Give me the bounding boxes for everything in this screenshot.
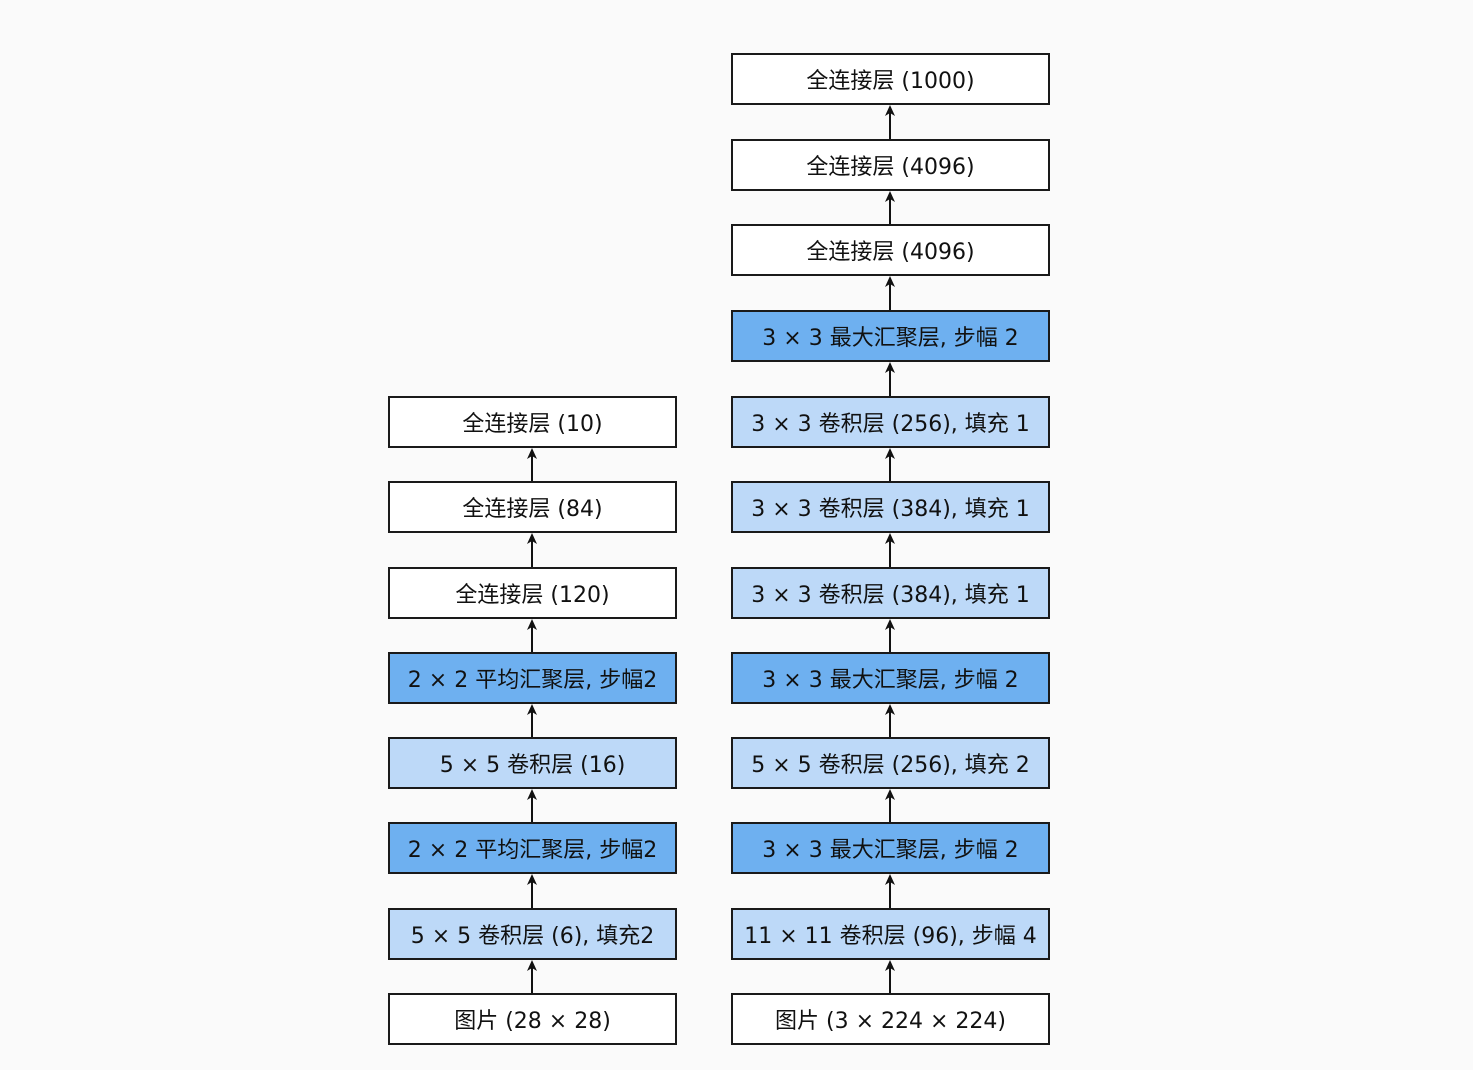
up-arrow-icon [884, 191, 896, 224]
up-arrow-icon [884, 960, 896, 993]
up-arrow-icon [884, 789, 896, 822]
lenet-input-image-box: 图片 (28 × 28) [388, 993, 677, 1045]
layer-label: 3 × 3 最大汇聚层, 步幅 2 [762, 668, 1019, 693]
alexnet-fc-layer-box: 全连接层 (1000) [731, 53, 1050, 105]
layer-label: 11 × 11 卷积层 (96), 步幅 4 [744, 924, 1037, 949]
layer-label: 全连接层 (10) [462, 412, 603, 437]
lenet-column: 全连接层 (10) 全连接层 (84) 全连接层 (120) 2 × 2 平均汇聚层,… [388, 0, 677, 1070]
lenet-fc-layer-box: 全连接层 (10) [388, 396, 677, 448]
alexnet-conv-layer-box: 3 × 3 卷积层 (256), 填充 1 [731, 396, 1050, 448]
layer-label: 图片 (28 × 28) [454, 1009, 611, 1034]
layer-label: 3 × 3 卷积层 (384), 填充 1 [751, 583, 1030, 608]
layer-label: 3 × 3 卷积层 (256), 填充 1 [751, 412, 1030, 437]
alexnet-conv-layer-box: 3 × 3 卷积层 (384), 填充 1 [731, 567, 1050, 619]
layer-label: 全连接层 (84) [462, 497, 603, 522]
layer-label: 5 × 5 卷积层 (256), 填充 2 [751, 753, 1030, 778]
alexnet-conv-layer-box: 11 × 11 卷积层 (96), 步幅 4 [731, 908, 1050, 960]
layer-label: 2 × 2 平均汇聚层, 步幅2 [407, 668, 658, 693]
up-arrow-icon [884, 874, 896, 908]
lenet-pool-layer-box: 2 × 2 平均汇聚层, 步幅2 [388, 822, 677, 874]
alexnet-pool-layer-box: 3 × 3 最大汇聚层, 步幅 2 [731, 310, 1050, 362]
alexnet-conv-layer-box: 3 × 3 卷积层 (384), 填充 1 [731, 481, 1050, 533]
alexnet-fc-layer-box: 全连接层 (4096) [731, 224, 1050, 276]
lenet-conv-layer-box: 5 × 5 卷积层 (6), 填充2 [388, 908, 677, 960]
layer-label: 全连接层 (4096) [806, 155, 975, 180]
up-arrow-icon [884, 448, 896, 481]
up-arrow-icon [884, 362, 896, 396]
lenet-conv-layer-box: 5 × 5 卷积层 (16) [388, 737, 677, 789]
layer-label: 图片 (3 × 224 × 224) [775, 1009, 1006, 1034]
layer-label: 3 × 3 最大汇聚层, 步幅 2 [762, 838, 1019, 863]
layer-label: 全连接层 (1000) [806, 69, 975, 94]
up-arrow-icon [526, 874, 538, 908]
up-arrow-icon [526, 448, 538, 481]
up-arrow-icon [884, 105, 896, 139]
layer-label: 3 × 3 卷积层 (384), 填充 1 [751, 497, 1030, 522]
layer-label: 5 × 5 卷积层 (16) [439, 753, 626, 778]
layer-label: 3 × 3 最大汇聚层, 步幅 2 [762, 326, 1019, 351]
alexnet-column: 全连接层 (1000) 全连接层 (4096) 全连接层 (4096) 3 × 3 最… [731, 0, 1050, 1070]
up-arrow-icon [884, 276, 896, 310]
alexnet-conv-layer-box: 5 × 5 卷积层 (256), 填充 2 [731, 737, 1050, 789]
layer-label: 全连接层 (4096) [806, 240, 975, 265]
lenet-fc-layer-box: 全连接层 (120) [388, 567, 677, 619]
up-arrow-icon [526, 789, 538, 822]
layer-label: 2 × 2 平均汇聚层, 步幅2 [407, 838, 658, 863]
up-arrow-icon [884, 704, 896, 737]
up-arrow-icon [526, 533, 538, 567]
alexnet-input-image-box: 图片 (3 × 224 × 224) [731, 993, 1050, 1045]
up-arrow-icon [526, 619, 538, 652]
lenet-fc-layer-box: 全连接层 (84) [388, 481, 677, 533]
up-arrow-icon [526, 704, 538, 737]
up-arrow-icon [526, 960, 538, 993]
layer-label: 5 × 5 卷积层 (6), 填充2 [410, 924, 655, 949]
layer-label: 全连接层 (120) [455, 583, 610, 608]
up-arrow-icon [884, 619, 896, 652]
up-arrow-icon [884, 533, 896, 567]
alexnet-pool-layer-box: 3 × 3 最大汇聚层, 步幅 2 [731, 822, 1050, 874]
lenet-pool-layer-box: 2 × 2 平均汇聚层, 步幅2 [388, 652, 677, 704]
alexnet-pool-layer-box: 3 × 3 最大汇聚层, 步幅 2 [731, 652, 1050, 704]
alexnet-fc-layer-box: 全连接层 (4096) [731, 139, 1050, 191]
